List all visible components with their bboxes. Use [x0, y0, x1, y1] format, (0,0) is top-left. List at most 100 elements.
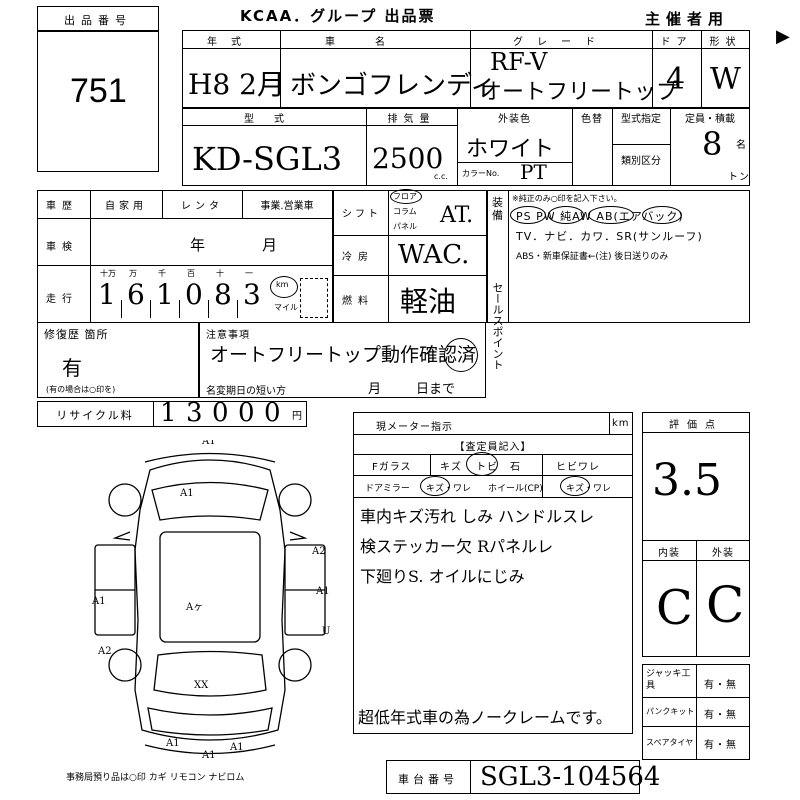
meter-label: 現メーター指示 [376, 422, 453, 433]
spare-tire-label: スペアタイヤ [646, 738, 694, 747]
wheel-label: ホイール(CP) [488, 484, 543, 494]
damage-mark: A2 [97, 646, 112, 657]
grade-label: グレード [513, 37, 609, 48]
car-outline [94, 452, 326, 755]
mileage-digit: 3 [243, 278, 261, 311]
puncture-kit-label: パンクキット [646, 707, 695, 716]
color-change-label: 色替 [581, 114, 603, 125]
mileage-digit-label: 十万 [100, 269, 116, 278]
shape-label: 形状 [709, 37, 742, 48]
fglass-label: Fガラス [372, 462, 412, 473]
damage-mark: XX [194, 680, 209, 691]
interior-value: C [656, 580, 693, 636]
equipment-note: ※純正のみ○印を記入下さい。 [512, 194, 622, 203]
damage-mark: A2 [311, 546, 326, 557]
mileage-digit: 6 [127, 278, 145, 311]
history-label: 車歴 [46, 201, 78, 212]
door-label: ドア [660, 37, 693, 48]
puncture-kit-value: 有・無 [704, 710, 737, 721]
repair-box [37, 322, 199, 398]
mileage-checkbox[interactable] [300, 278, 328, 318]
equipment-line-2: TV．ナビ．カワ．SR(サンルーフ) [516, 230, 703, 243]
capacity-value: 8 [702, 125, 723, 163]
repair-value: 有 [62, 356, 82, 380]
car-name-label: 車名 [325, 37, 425, 48]
repair-note: (有の場合は○印を) [46, 385, 116, 394]
fglass-stone: 石 [510, 462, 521, 473]
recycle-box [37, 401, 307, 427]
grade-label-score: 評価点 [669, 420, 723, 431]
name-change-label: 名変期日の短い方 [206, 386, 286, 397]
exterior-value: C [706, 576, 745, 634]
recycle-label: リサイクル料 [56, 409, 134, 422]
mileage-digit: 8 [214, 278, 232, 311]
damage-mark: A1 [229, 742, 244, 753]
mileage-digit-label: 万 [129, 269, 137, 278]
inspection-month-unit: 月 [262, 236, 278, 254]
capacity-unit: 名 [736, 140, 747, 151]
notice-box [199, 322, 486, 398]
ac-label: 冷房 [342, 252, 374, 263]
type-designation-label: 型式指定 [621, 114, 661, 125]
displacement-value: 2500 [372, 142, 444, 175]
inspector-box [353, 412, 633, 734]
inspector-note-1: 車内キズ汚れ しみ ハンドルスレ [360, 507, 595, 526]
mileage-digit-label: 一 [245, 269, 253, 278]
mileage-digit-label: 千 [158, 269, 166, 278]
lot-number-box [37, 6, 159, 172]
lot-number-value: 751 [70, 72, 127, 110]
ac-value: WAC. [398, 240, 470, 270]
grade-value-1: RF-V [490, 48, 548, 76]
damage-mark: A1 [165, 738, 180, 749]
mileage-digit: 0 [185, 278, 203, 311]
notice-label: 注意事項 [206, 330, 250, 341]
damage-mark: A1 [179, 488, 194, 499]
diagram-footer: 事務局預り品は○印 カギ リモコン ナビロム [66, 773, 245, 783]
business-label: 事業.営業車 [260, 201, 314, 212]
shift-label: シフト [342, 209, 381, 220]
notice-text: オートフリートップ動作確認済 [210, 344, 477, 366]
recycle-digit: 3 [186, 398, 203, 428]
mileage-digit: 1 [156, 278, 174, 311]
damage-mark: A1 [201, 440, 216, 447]
damage-mark: U1 [322, 626, 330, 637]
recycle-unit: 円 [292, 411, 303, 422]
inspector-header: 【査定員記入】 [454, 442, 532, 453]
shift-value: AT. [440, 203, 474, 228]
damage-mark: Aヶ [185, 602, 203, 613]
shift-option-column: コラム [393, 207, 417, 216]
name-change-month: 月 [368, 382, 382, 397]
inspector-bottom-note: 超低年式車の為ノークレームです。 [358, 708, 612, 727]
mileage-label: 走行 [46, 294, 78, 305]
color-no-value: PT [520, 160, 547, 184]
grade-value-2: オートフリートップ [480, 80, 679, 105]
name-change-day: 日まで [416, 382, 456, 397]
recycle-digit: 1 [160, 398, 177, 428]
color-no-label: カラーNo. [462, 169, 500, 178]
year-value: H8 2月 [188, 68, 285, 101]
shift-option-panel: パネル [393, 222, 417, 231]
corner-arrow-icon: ▶ [776, 26, 790, 47]
sales-point-label: セールスポイント [491, 282, 504, 370]
jack-value: 有・無 [704, 680, 737, 691]
fuel-value: 軽油 [400, 285, 457, 318]
shape-value: W [710, 62, 741, 97]
model-code-value: KD-SGL3 [192, 140, 343, 178]
exterior-label: 外装 [712, 548, 734, 559]
inspector-note-3: 下廻りS. オイルにじみ [360, 567, 525, 586]
car-name-value: ボンゴフレンディ [290, 71, 497, 101]
damage-mark: A1 [201, 750, 216, 761]
equipment-line-3: ABS・新車保証書←(注) 後日送りのみ [516, 252, 669, 262]
inspection-year-unit: 年 [190, 236, 206, 254]
model-code-label: 型式 [244, 114, 304, 125]
car-damage-diagram: A1A1A2A1U1A1A2AヶXXA1A1A1 [91, 440, 330, 761]
capacity-label: 定員・積載 [685, 114, 735, 125]
mileage-digit: 1 [98, 278, 116, 311]
fglass-scratch: キズ [440, 462, 462, 473]
spare-tire-value: 有・無 [704, 740, 737, 751]
damage-mark: A1 [91, 596, 106, 607]
displacement-unit: c.c. [434, 172, 448, 181]
jack-label: ジャッキ工具 [646, 669, 691, 691]
recycle-digit: 0 [212, 398, 229, 428]
private-use-label: 自家用 [105, 201, 147, 212]
